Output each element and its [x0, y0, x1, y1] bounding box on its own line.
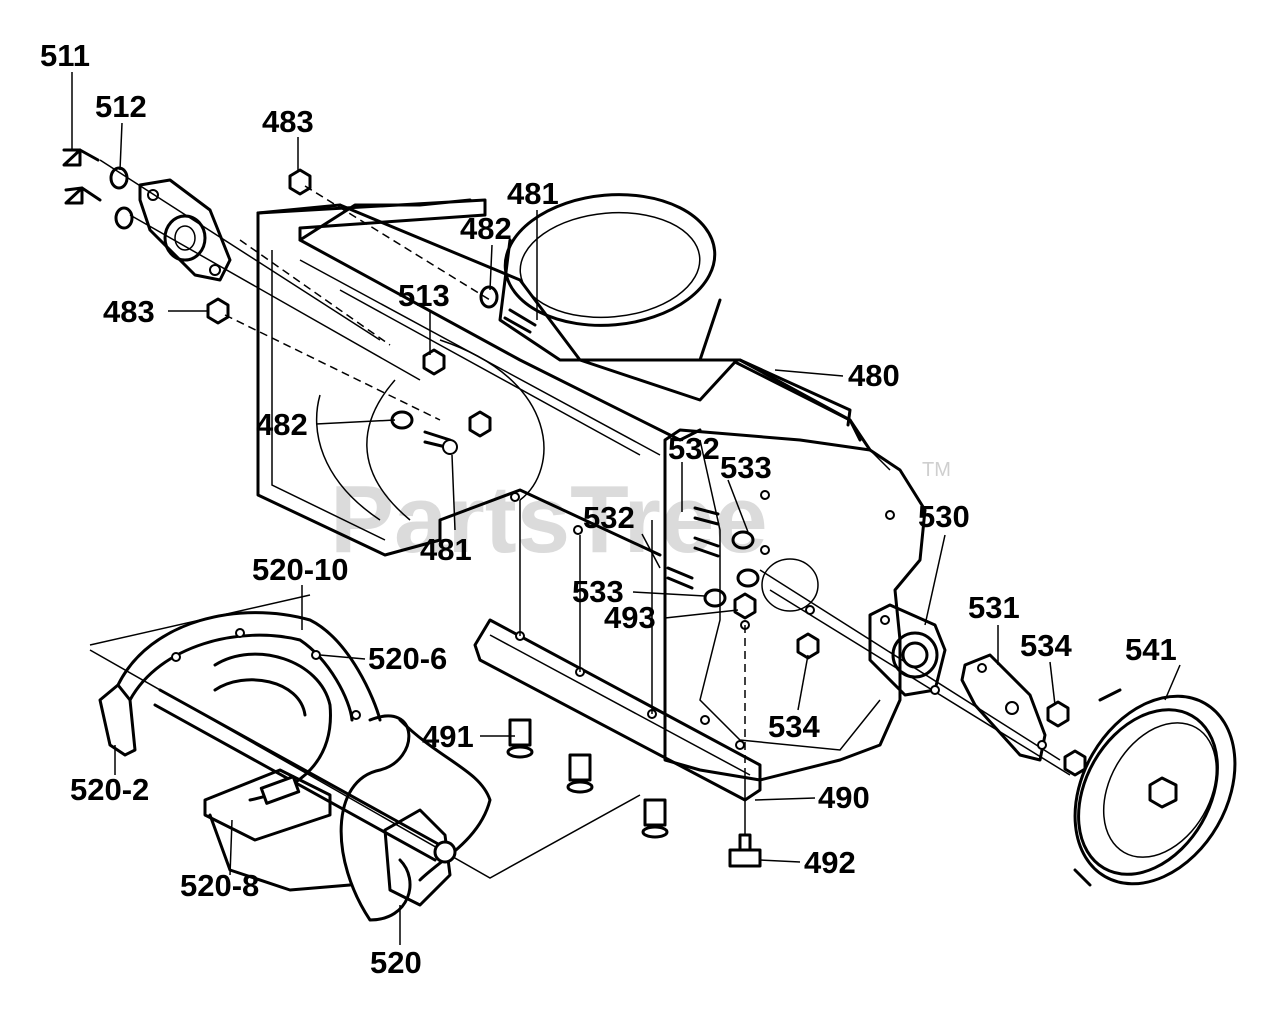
part-label-491: 491	[422, 719, 474, 754]
part-label-513: 513	[398, 278, 450, 313]
fasteners-drawing	[206, 168, 820, 660]
part-labels: 511 512 483 483 481 482 513 480 482 481 …	[40, 38, 1177, 980]
right-bearing-drawing	[868, 603, 1087, 777]
part-label-493: 493	[604, 600, 656, 635]
part-label-481-top: 481	[507, 176, 559, 211]
part-label-483-left: 483	[103, 294, 155, 329]
watermark-text: PartsTree	[330, 466, 768, 573]
part-label-520-6: 520-6	[368, 641, 447, 676]
part-label-520-10: 520-10	[252, 552, 349, 587]
part-label-481-bottom: 481	[420, 532, 472, 567]
part-label-520: 520	[370, 945, 422, 980]
auger-housing-drawing	[256, 193, 927, 782]
part-label-480: 480	[848, 358, 900, 393]
part-label-534-right: 534	[1020, 628, 1072, 663]
part-label-511: 511	[40, 38, 90, 73]
part-label-532-mid: 532	[583, 500, 635, 535]
part-label-490: 490	[818, 780, 870, 815]
auger-assembly-drawing	[89, 594, 641, 922]
part-label-530: 530	[918, 499, 970, 534]
part-label-482-left: 482	[256, 407, 308, 442]
watermark-trademark: TM	[922, 459, 951, 481]
part-label-482-top: 482	[460, 211, 512, 246]
part-label-541: 541	[1125, 632, 1177, 667]
leader-lines	[71, 72, 1181, 945]
pulley-drawing	[1073, 688, 1237, 887]
left-bearing-flange-drawing	[62, 148, 232, 282]
part-label-520-8: 520-8	[180, 868, 259, 903]
part-label-512: 512	[95, 89, 147, 124]
part-label-483-top: 483	[262, 104, 314, 139]
part-label-534-bottom: 534	[768, 709, 820, 744]
part-label-532-top: 532	[668, 431, 720, 466]
part-label-492: 492	[804, 845, 856, 880]
part-label-531: 531	[968, 590, 1020, 625]
part-label-520-2: 520-2	[70, 772, 149, 807]
part-label-533-mid: 533	[572, 574, 624, 609]
part-label-533-top: 533	[720, 450, 772, 485]
